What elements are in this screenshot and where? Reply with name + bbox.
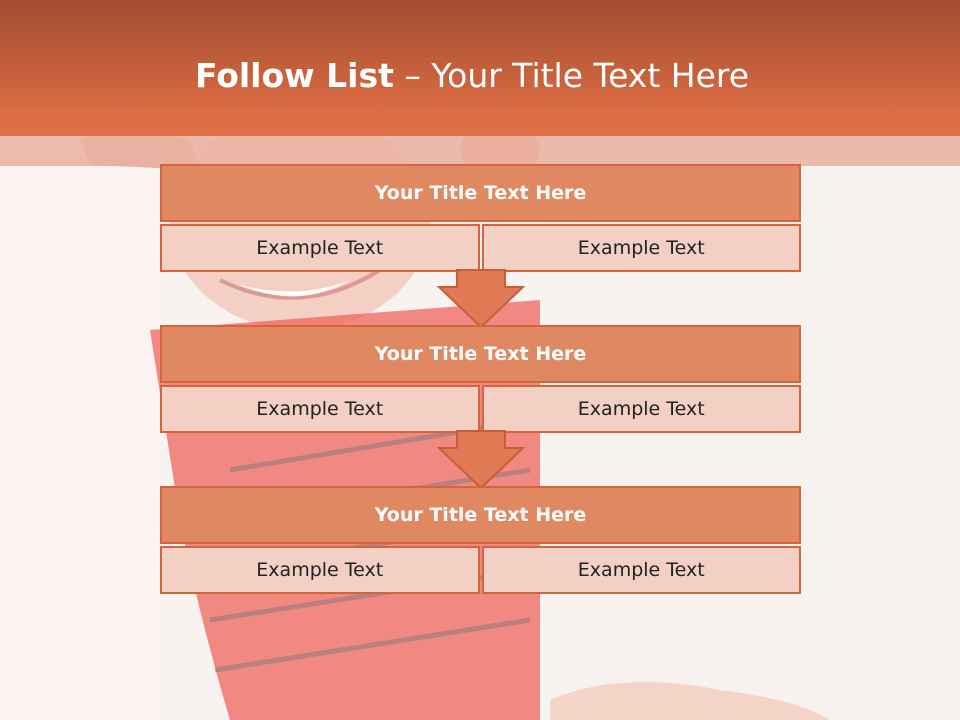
step-text-right: Example Text [481, 546, 801, 594]
title-bar [0, 0, 960, 136]
step-title: Your Title Text Here [160, 486, 801, 544]
step-block-1: Your Title Text Here Example Text Exampl… [160, 164, 801, 272]
step-title: Your Title Text Here [160, 325, 801, 383]
down-arrow-icon [437, 430, 525, 490]
step-text-right: Example Text [481, 224, 801, 272]
step-text-left: Example Text [160, 546, 480, 594]
title-bar-strip [0, 136, 960, 166]
step-block-2: Your Title Text Here Example Text Exampl… [160, 325, 801, 433]
step-block-3: Your Title Text Here Example Text Exampl… [160, 486, 801, 594]
down-arrow-icon [437, 269, 525, 329]
step-text-left: Example Text [160, 224, 480, 272]
step-text-right: Example Text [481, 385, 801, 433]
slide-title-rest: – Your Title Text Here [393, 56, 750, 95]
slide-title-bold: Follow List [194, 56, 394, 95]
step-text-left: Example Text [160, 385, 480, 433]
step-title: Your Title Text Here [160, 164, 801, 222]
slide-title: Follow List – Your Title Text Here [0, 52, 944, 100]
